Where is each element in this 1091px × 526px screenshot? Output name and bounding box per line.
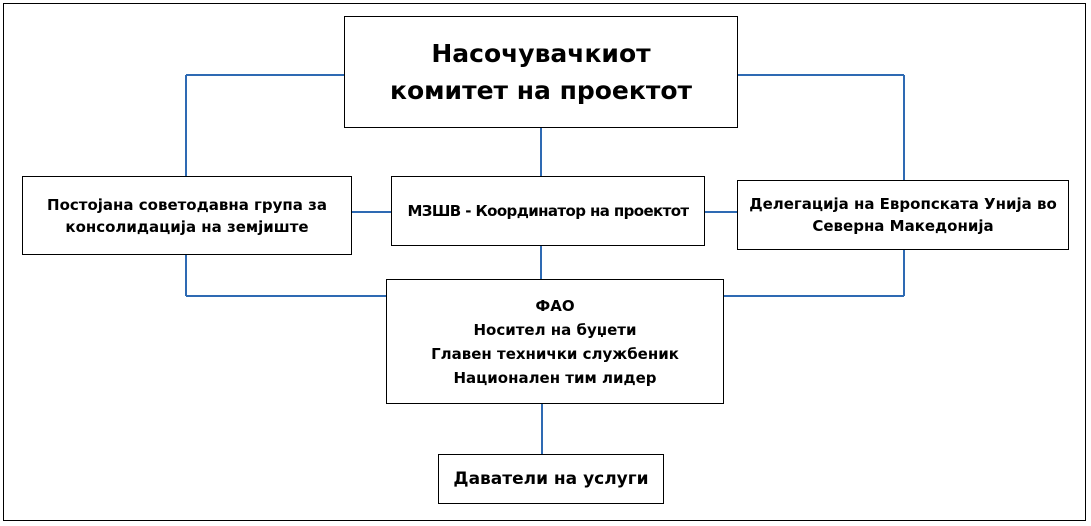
fao-line-2: Носител на буџети [473,320,637,339]
eu-delegation-box: Делегација на Европската Унија во Северн… [737,180,1069,250]
eu-delegation-line-2: Северна Македонија [812,217,994,235]
coordinator-box: МЗШВ - Координатор на проектот [391,176,705,246]
advisory-group-line-2: консолидација на земјиште [65,217,309,236]
service-providers-label: Даватели на услуги [453,469,649,489]
diagram-frame [3,3,1086,521]
advisory-group-line-1: Постојана советодавна група за [47,195,327,214]
fao-box: ФАО Носител на буџети Главен технички сл… [386,279,724,404]
service-providers-box: Даватели на услуги [438,454,664,504]
eu-delegation-label: Делегација на Европската Унија во Северн… [749,193,1057,237]
advisory-group-label: Постојана советодавна група за консолида… [47,194,327,238]
eu-delegation-line-1: Делегација на Европската Унија во [749,195,1057,213]
steering-committee-line-2: комитет на проектот [389,76,692,105]
fao-line-4: Национален тим лидер [453,368,657,387]
steering-committee-label: Насочувачкиот комитет на проектот [390,35,692,109]
fao-line-1: ФАО [535,296,575,315]
fao-label: ФАО Носител на буџети Главен технички сл… [431,294,679,390]
fao-line-3: Главен технички службеник [431,344,679,363]
steering-committee-box: Насочувачкиот комитет на проектот [344,16,738,128]
advisory-group-box: Постојана советодавна група за консолида… [22,176,352,255]
steering-committee-line-1: Насочувачкиот [431,39,651,68]
coordinator-label: МЗШВ - Координатор на проектот [407,202,689,220]
